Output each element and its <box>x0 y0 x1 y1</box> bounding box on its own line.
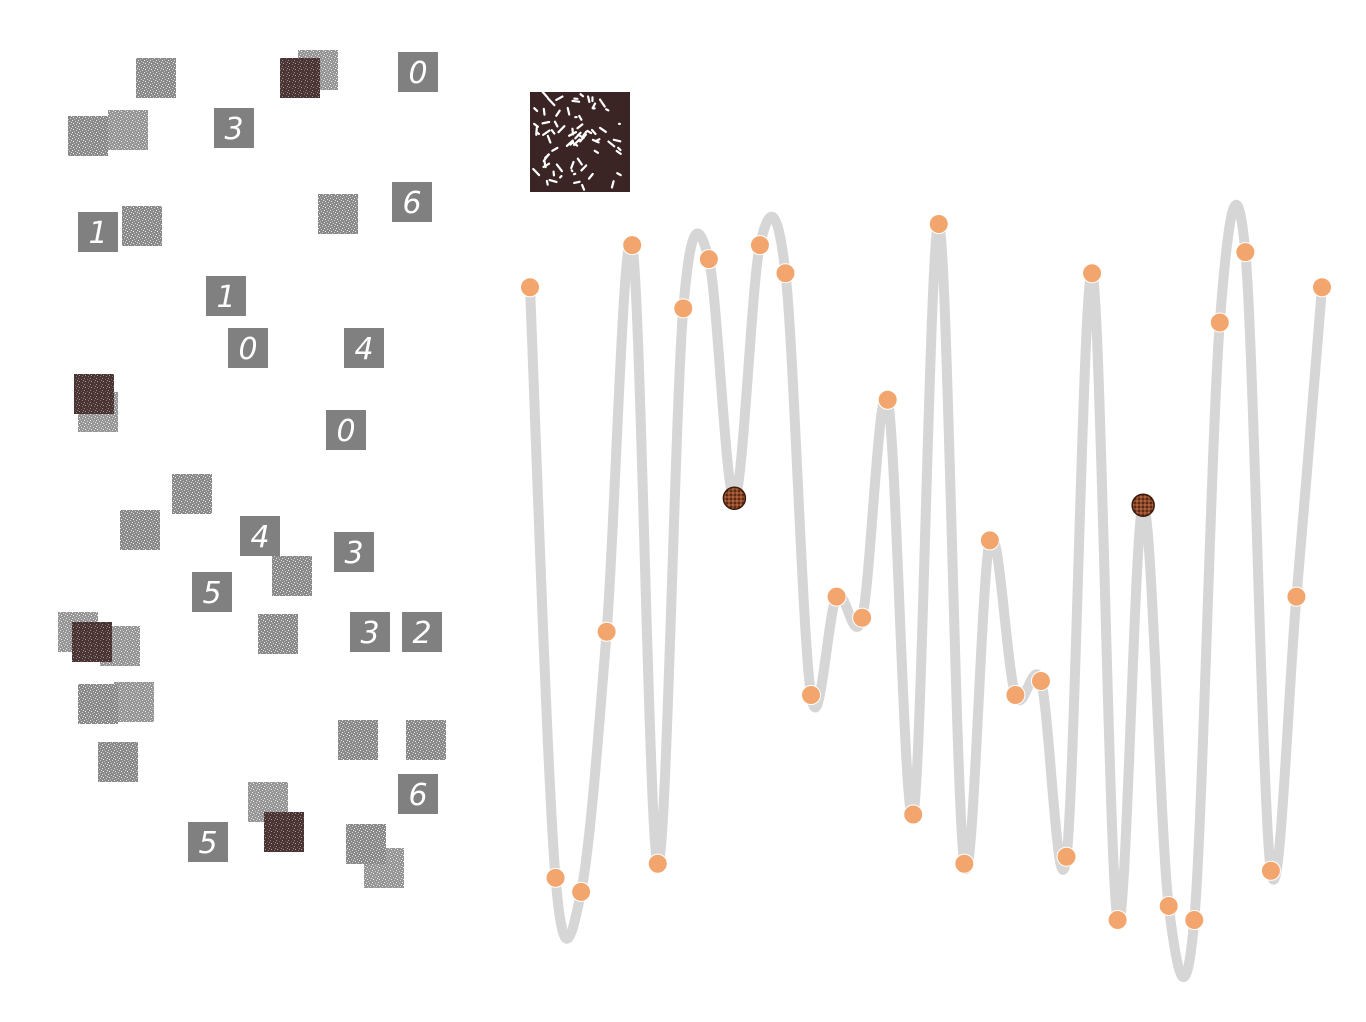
data-point[interactable] <box>852 607 873 628</box>
digit-thumbnail[interactable] <box>136 58 176 98</box>
digit-thumbnail[interactable] <box>68 116 108 156</box>
data-point[interactable] <box>1260 860 1281 881</box>
data-point-selected[interactable] <box>1131 493 1155 517</box>
digit-label: 4 <box>354 332 373 367</box>
data-point[interactable] <box>903 804 924 825</box>
digit-thumbnail[interactable] <box>258 614 298 654</box>
digit-thumbnail[interactable] <box>406 720 446 760</box>
line-chart <box>520 199 1332 982</box>
digit-label: 6 <box>408 778 427 813</box>
data-point[interactable] <box>698 249 719 270</box>
data-point[interactable] <box>647 853 668 874</box>
digit-thumbnail[interactable] <box>98 742 138 782</box>
digit-thumbnail[interactable]: 6 <box>392 182 432 222</box>
digit-thumbnail[interactable] <box>78 684 118 724</box>
digit-thumbnail[interactable] <box>280 58 320 98</box>
digit-label: 3 <box>360 616 379 651</box>
digit-label: 4 <box>250 520 269 555</box>
digit-label: 0 <box>238 332 257 367</box>
data-point[interactable] <box>1286 586 1307 607</box>
data-point[interactable] <box>1158 895 1179 916</box>
digit-thumbnail[interactable] <box>264 812 304 852</box>
data-point[interactable] <box>801 685 822 706</box>
digit-thumbnail[interactable] <box>272 556 312 596</box>
data-point[interactable] <box>1056 846 1077 867</box>
data-point[interactable] <box>877 389 898 410</box>
digit-thumbnail[interactable]: 6 <box>398 774 438 814</box>
data-point[interactable] <box>1030 670 1051 691</box>
digit-thumbnail-overlap[interactable] <box>114 682 154 722</box>
digit-label: 5 <box>198 826 217 861</box>
data-point[interactable] <box>979 530 1000 551</box>
data-point[interactable] <box>1184 910 1205 930</box>
data-point[interactable] <box>1209 312 1230 333</box>
data-point[interactable] <box>673 298 694 319</box>
data-point[interactable] <box>954 853 975 874</box>
data-point[interactable] <box>1312 277 1332 298</box>
data-point[interactable] <box>545 867 566 888</box>
digit-thumbnail[interactable] <box>172 474 212 514</box>
digit-thumbnail[interactable]: 1 <box>206 276 246 316</box>
digit-thumbnail[interactable]: 4 <box>240 516 280 556</box>
digit-label: 1 <box>88 216 107 251</box>
digit-label: 6 <box>402 186 421 221</box>
digit-thumbnail[interactable]: 3 <box>350 612 390 652</box>
digit-thumbnail[interactable]: 0 <box>228 328 268 368</box>
digit-thumbnail[interactable] <box>74 374 114 414</box>
digit-thumbnail[interactable]: 2 <box>402 612 442 652</box>
data-point[interactable] <box>596 621 617 642</box>
data-points <box>520 214 1332 930</box>
digit-thumbnail[interactable]: 4 <box>344 328 384 368</box>
digit-thumbnail[interactable] <box>122 206 162 246</box>
data-point[interactable] <box>622 235 643 256</box>
digit-thumbnail[interactable] <box>346 824 386 864</box>
digit-label: 5 <box>202 576 221 611</box>
digit-label: 2 <box>412 616 431 651</box>
data-point[interactable] <box>775 263 796 284</box>
digit-label: 1 <box>216 280 235 315</box>
data-point[interactable] <box>1005 685 1026 706</box>
digit-thumbnail[interactable] <box>318 194 358 234</box>
digit-label: 0 <box>336 414 355 449</box>
digit-thumbnail[interactable]: 5 <box>188 822 228 862</box>
digit-label: 3 <box>224 112 243 147</box>
digit-thumbnail[interactable]: 1 <box>78 212 118 252</box>
digit-label: 3 <box>344 536 363 571</box>
digit-thumbnail-overlap[interactable] <box>108 110 148 150</box>
digit-thumbnail[interactable]: 3 <box>334 532 374 572</box>
data-point[interactable] <box>571 881 592 902</box>
data-point[interactable] <box>1082 263 1103 284</box>
digit-label: 0 <box>408 56 427 91</box>
digit-thumbnail[interactable]: 0 <box>398 52 438 92</box>
digit-thumbnail[interactable] <box>338 720 378 760</box>
digit-thumbnail[interactable] <box>72 622 112 662</box>
data-point[interactable] <box>1107 910 1128 930</box>
data-point[interactable] <box>928 214 949 235</box>
data-point[interactable] <box>749 235 770 256</box>
data-point[interactable] <box>520 277 540 298</box>
data-point[interactable] <box>826 586 847 607</box>
digit-thumbnail[interactable] <box>120 510 160 550</box>
digit-thumbnail[interactable]: 0 <box>326 410 366 450</box>
data-point-selected[interactable] <box>722 486 747 510</box>
digit-thumbnail[interactable]: 5 <box>192 572 232 612</box>
preview-image <box>530 89 630 192</box>
data-point[interactable] <box>1235 242 1256 263</box>
digit-thumbnail[interactable]: 3 <box>214 108 254 148</box>
